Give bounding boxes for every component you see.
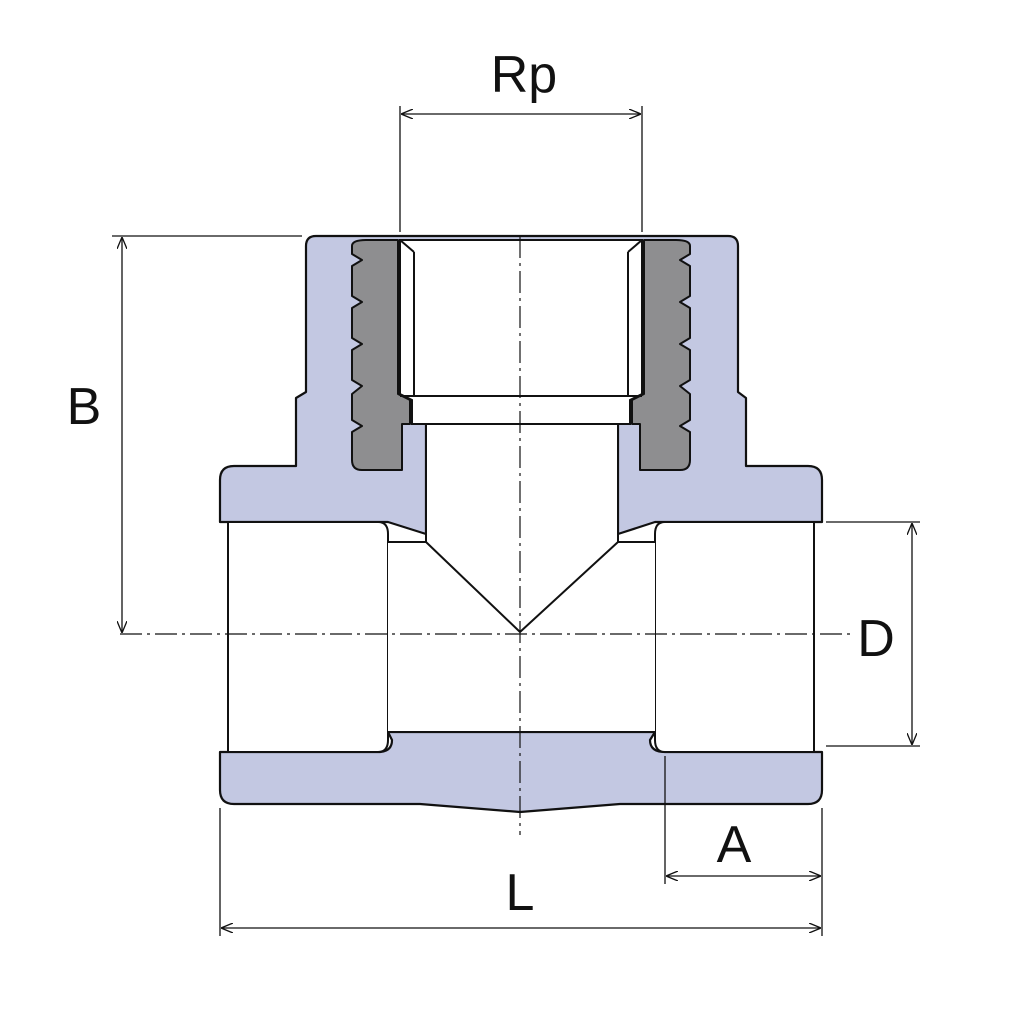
center-lines [120, 236, 850, 835]
d-label: D [857, 610, 895, 668]
branch-bore [399, 239, 643, 425]
dimension-labels: Rp B D A L [67, 46, 895, 922]
insert-right-half [631, 239, 691, 471]
left-socket-bore [227, 521, 389, 753]
center-passage [388, 424, 655, 732]
a-label: A [717, 816, 752, 874]
insert-left-half [351, 239, 411, 471]
inner-bores [227, 424, 815, 753]
rp-label: Rp [491, 46, 557, 104]
b-label: B [67, 378, 102, 436]
right-socket-bore [654, 521, 815, 753]
threaded-insert [351, 239, 691, 471]
bore-chamfer-right [627, 239, 643, 253]
bore-chamfer-left [399, 239, 415, 253]
dimension-lines [112, 106, 920, 936]
l-label: L [506, 864, 535, 922]
